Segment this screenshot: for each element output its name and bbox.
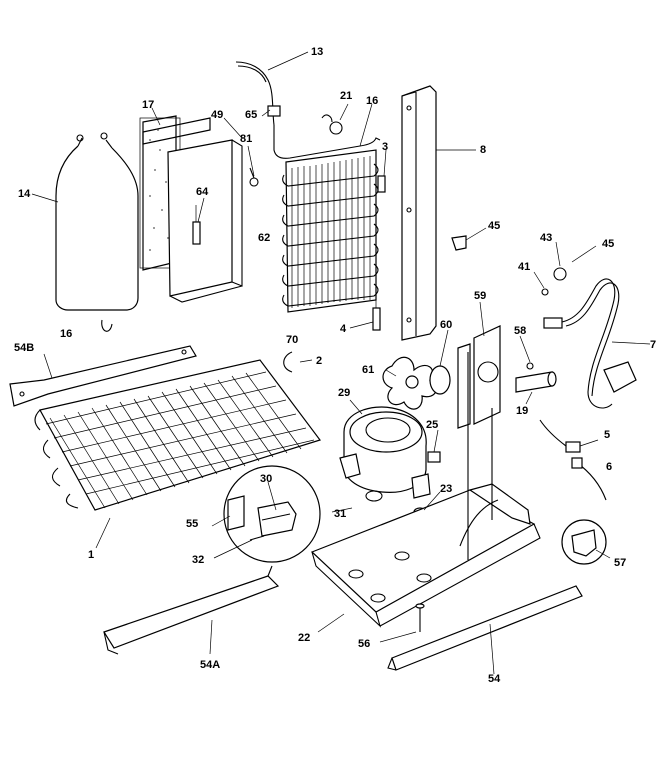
rail-54 [387,585,583,671]
defrost-fuse [349,300,381,331]
wire-clip [283,351,313,373]
callout-43: 43 [540,232,552,244]
power-cord [541,267,651,409]
callout-13: 13 [311,46,323,58]
callout-8: 8 [480,144,486,156]
leveling-screw [415,603,425,632]
callout-55: 55 [186,518,198,530]
mounting-clip [451,227,487,251]
callout-62: 62 [258,232,270,244]
vertical-channel [401,85,476,341]
callout-6: 6 [606,461,612,473]
callout-25: 25 [426,419,438,431]
callout-30: 30 [260,473,272,485]
kick-plate-54a [103,565,280,655]
callout-32: 32 [192,554,204,566]
callout-56: 56 [358,638,370,650]
callout-65: 65 [245,109,257,121]
small-clips [249,114,386,193]
callout-29: 29 [338,387,350,399]
condenser-coil [34,359,321,511]
callout-70: 70 [286,334,298,346]
callout-5: 5 [604,429,610,441]
base-pan [310,352,541,628]
callout-49: 49 [211,109,223,121]
callout-81: 81 [240,133,252,145]
callout-22: 22 [298,632,310,644]
evaporator-coil [267,105,381,313]
callout-14: 14 [18,188,31,200]
callout-16-left: 16 [60,328,72,340]
callout-61: 61 [362,364,374,376]
callout-31: 31 [334,508,346,520]
fan-shaft [515,362,557,393]
leader-lines [31,103,611,675]
callout-3: 3 [382,141,388,153]
fan-bracket [457,325,501,429]
callout-labels: 13 17 49 65 81 21 16 3 8 14 64 62 45 43 … [14,46,656,685]
callout-4: 4 [340,323,347,335]
drain-cup [561,519,607,565]
callout-45-a: 45 [488,220,500,232]
callout-17: 17 [142,99,154,111]
callout-23: 23 [440,483,452,495]
bracket-54b [9,345,197,407]
callout-59: 59 [474,290,486,302]
condenser-fan [382,356,451,410]
callout-54: 54 [488,673,501,685]
callout-57: 57 [614,557,626,569]
callout-7: 7 [650,339,656,351]
callout-19: 19 [516,405,528,417]
callout-60: 60 [440,319,452,331]
callout-54a: 54A [200,659,220,671]
callout-58: 58 [514,325,526,337]
detail-inset [223,465,321,563]
callout-64: 64 [196,186,209,198]
callout-45-b: 45 [602,238,614,250]
callout-21: 21 [340,90,352,102]
compressor [339,406,431,502]
wire-harness [539,419,607,501]
callout-1: 1 [88,549,94,561]
callout-2: 2 [316,355,322,367]
callout-54b: 54B [14,342,34,354]
evaporator-cover [167,139,243,303]
callout-16-top: 16 [366,95,378,107]
callout-41: 41 [518,261,530,273]
defrost-heater [55,132,139,332]
